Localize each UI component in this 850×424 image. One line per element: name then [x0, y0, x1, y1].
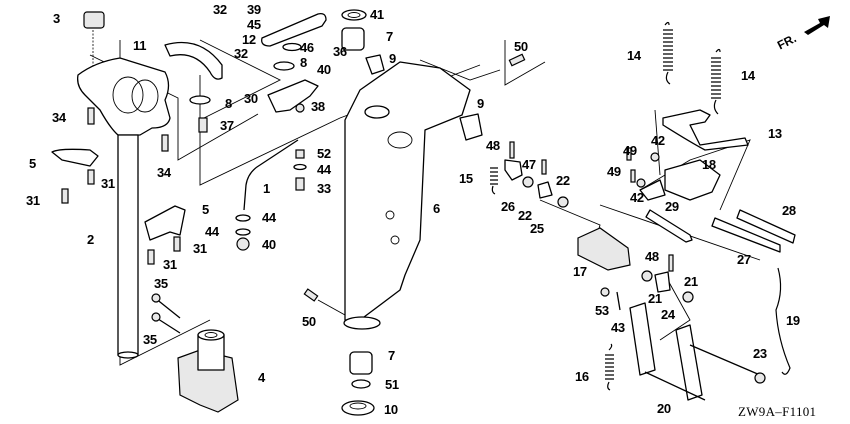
callout-1: 1 [263, 181, 270, 196]
part-20-shaft-assembly [629, 302, 766, 401]
callout-2: 2 [87, 232, 94, 247]
callout-40: 40 [317, 62, 331, 77]
callout-29: 29 [665, 199, 679, 214]
callout-14: 14 [741, 68, 755, 83]
callout-32: 32 [213, 2, 227, 17]
fasteners-left [51, 107, 186, 265]
callout-31: 31 [26, 193, 40, 208]
callout-8: 8 [300, 55, 307, 70]
callout-27: 27 [737, 252, 751, 267]
arrow-forward-icon [804, 16, 830, 35]
diagram-code: ZW9A–F1101 [738, 404, 817, 419]
callout-38: 38 [311, 99, 325, 114]
part-30-bracket [267, 79, 319, 113]
callout-18: 18 [702, 157, 716, 172]
callout-36: 36 [333, 44, 347, 59]
callout-25: 25 [530, 221, 544, 236]
callout-22: 22 [556, 173, 570, 188]
callout-50: 50 [302, 314, 316, 329]
callout-11: 11 [133, 38, 147, 53]
callout-44: 44 [262, 210, 276, 225]
callout-14: 14 [627, 48, 641, 63]
callout-9: 9 [389, 51, 396, 66]
callout-44: 44 [205, 224, 219, 239]
callout-39: 39 [247, 2, 261, 17]
part-17-block [577, 227, 631, 271]
callout-47: 47 [522, 157, 536, 172]
part-6-swivel-case [343, 61, 483, 330]
callout-7: 7 [386, 29, 393, 44]
callout-46: 46 [300, 40, 314, 55]
callout-52: 52 [317, 146, 331, 161]
part-2-steering-shaft [77, 57, 171, 359]
callout-12: 12 [242, 32, 256, 47]
callout-19: 19 [786, 313, 800, 328]
callout-20: 20 [657, 401, 671, 416]
part-3-bracket [83, 11, 105, 72]
part-35-bolts [151, 293, 181, 334]
callout-35: 35 [143, 332, 157, 347]
callout-51: 51 [385, 377, 399, 392]
callout-32: 32 [234, 46, 248, 61]
part-4-clamp [177, 329, 239, 413]
callout-13: 13 [768, 126, 782, 141]
callout-40: 40 [262, 237, 276, 252]
callout-50: 50 [514, 39, 528, 54]
callout-26: 26 [501, 199, 515, 214]
callout-34: 34 [157, 165, 171, 180]
callout-35: 35 [154, 276, 168, 291]
part-11-arm [164, 41, 223, 80]
callout-43: 43 [611, 320, 625, 335]
callout-28: 28 [782, 203, 796, 218]
callout-31: 31 [163, 257, 177, 272]
callout-4: 4 [258, 370, 265, 385]
callout-31: 31 [193, 241, 207, 256]
callout-24: 24 [661, 307, 675, 322]
callout-22: 22 [518, 208, 532, 223]
callout-16: 16 [575, 369, 589, 384]
callout-5: 5 [29, 156, 36, 171]
callout-5: 5 [202, 202, 209, 217]
callout-15: 15 [459, 171, 473, 186]
callout-41: 41 [370, 7, 384, 22]
callout-49: 49 [607, 164, 621, 179]
parts-12-41-7-9 [189, 9, 385, 133]
small-hardware [504, 141, 694, 311]
callout-45: 45 [247, 17, 261, 32]
callout-42: 42 [630, 190, 644, 205]
callout-6: 6 [433, 201, 440, 216]
callout-34: 34 [52, 110, 66, 125]
callout-21: 21 [684, 274, 698, 289]
part-19-cable [775, 267, 791, 375]
part-pins-27-28-29 [645, 209, 796, 253]
part-13-lever [662, 109, 749, 151]
callout-37: 37 [220, 118, 234, 133]
callout-9: 9 [477, 96, 484, 111]
callout-33: 33 [317, 181, 331, 196]
callout-21: 21 [648, 291, 662, 306]
callout-44: 44 [317, 162, 331, 177]
part-18-bracket [639, 159, 721, 201]
callout-42: 42 [651, 133, 665, 148]
callout-49: 49 [623, 143, 637, 158]
callout-23: 23 [753, 346, 767, 361]
springs [490, 21, 721, 391]
callout-30: 30 [244, 91, 258, 106]
part-50-fittings [303, 53, 526, 316]
callout-10: 10 [384, 402, 398, 417]
callout-53: 53 [595, 303, 609, 318]
callout-7: 7 [388, 348, 395, 363]
parts-7-51-10 [341, 351, 375, 416]
callout-48: 48 [645, 249, 659, 264]
callout-3: 3 [53, 11, 60, 26]
callout-48: 48 [486, 138, 500, 153]
callout-31: 31 [101, 176, 115, 191]
callout-17: 17 [573, 264, 587, 279]
callout-8: 8 [225, 96, 232, 111]
part-1-rod [235, 139, 307, 251]
